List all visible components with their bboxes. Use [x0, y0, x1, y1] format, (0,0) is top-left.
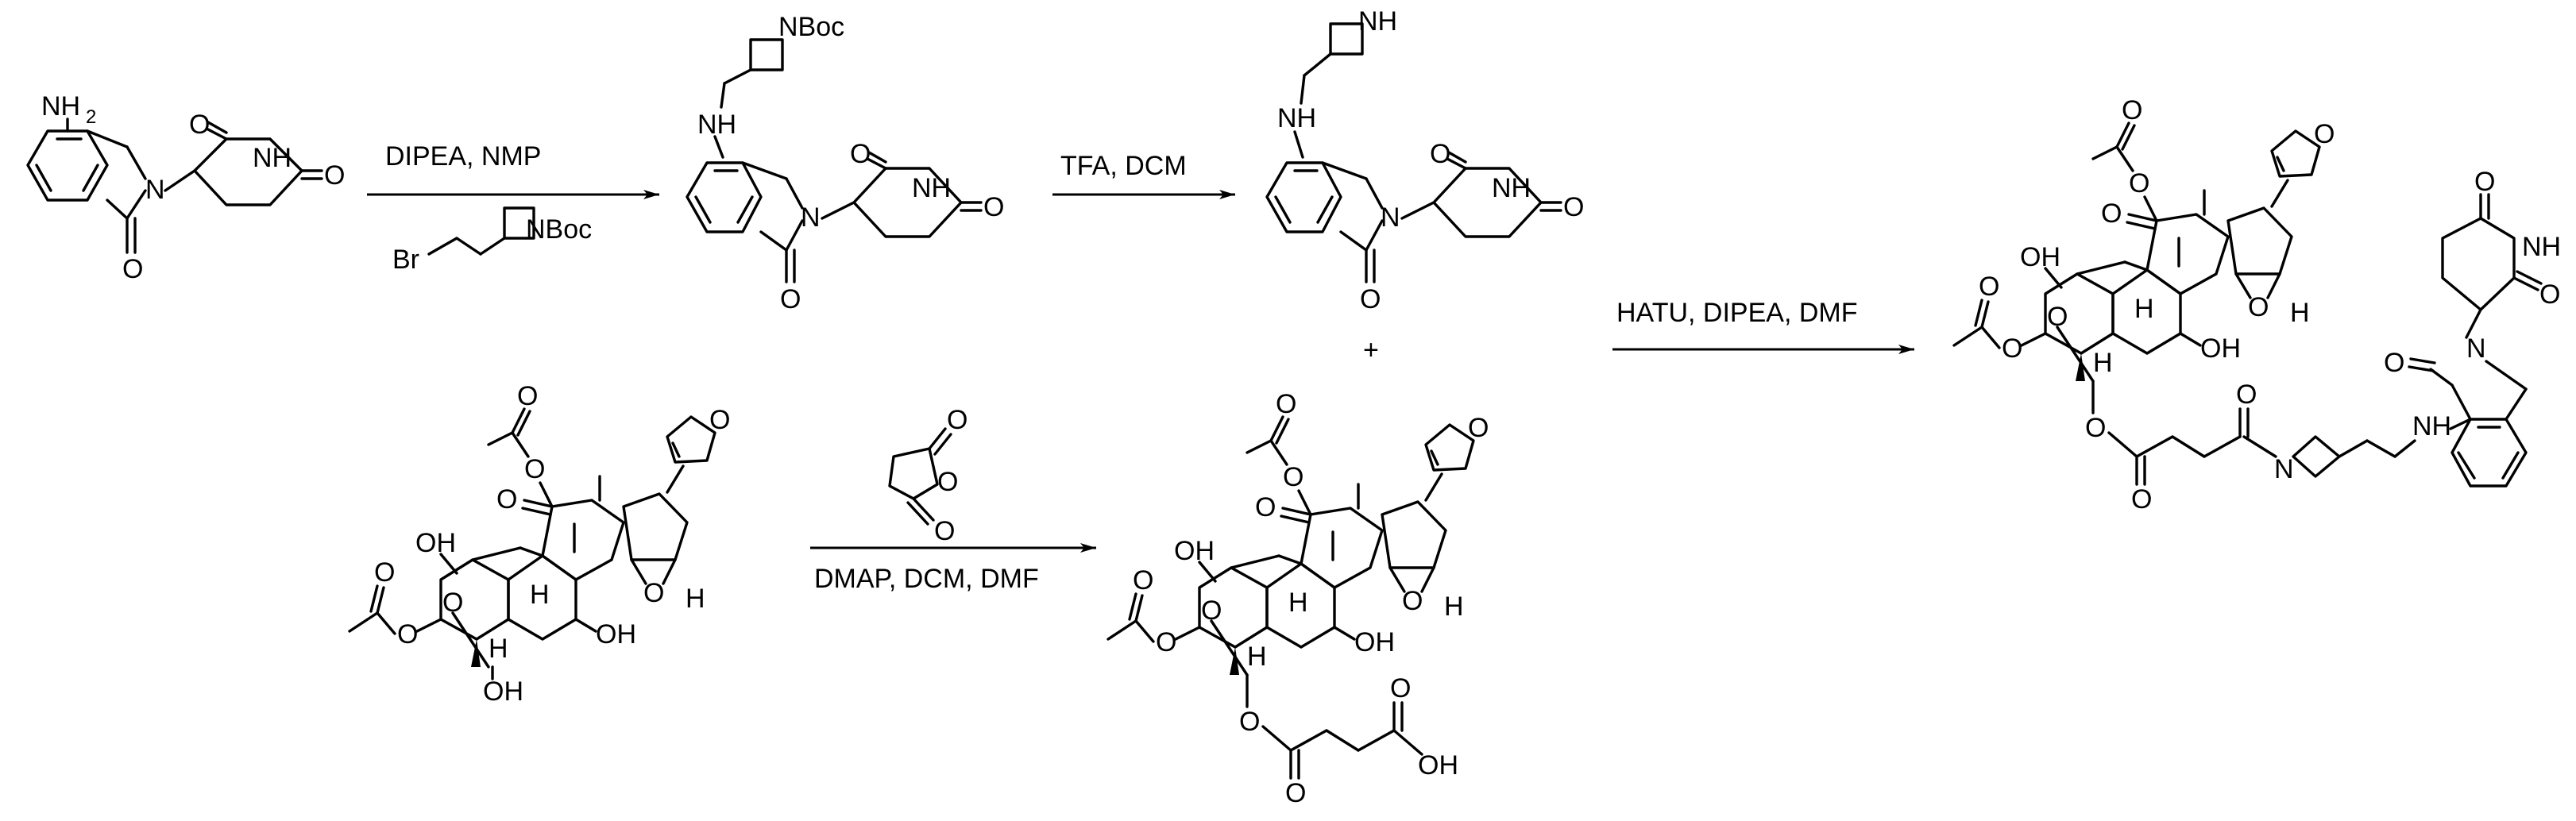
nh-label: NH	[697, 110, 736, 140]
succinic-anhydride-reagent: O O O	[888, 405, 967, 546]
nh-label: NH	[253, 143, 292, 173]
oxygen-label: O	[937, 467, 958, 497]
nh-label: NH	[1492, 173, 1531, 203]
amine-label: NH	[41, 91, 80, 121]
oxygen-label: O	[189, 110, 210, 140]
nitrogen-label: N	[2466, 333, 2486, 364]
nboc-label: NBoc	[526, 214, 592, 245]
limonoid-hemisuccinate: O O O OH	[1106, 387, 1491, 808]
azetidine-lenalidomide-amine: NH NH O N O NH O	[1265, 6, 1584, 314]
final-conjugate-product: O O O N NH O N	[1952, 94, 2561, 515]
plus-sign: +	[1363, 335, 1379, 365]
step2-conditions: TFA, DCM	[1060, 151, 1187, 181]
nitrogen-label: N	[145, 175, 165, 205]
oxygen-label: O	[1430, 139, 1450, 169]
oxygen-label: O	[2085, 413, 2106, 443]
oxygen-label: O	[1563, 192, 1584, 222]
oxygen-label: O	[2236, 380, 2257, 410]
limonoid-starting-material: OH	[348, 380, 732, 707]
oxygen-label: O	[2384, 348, 2404, 378]
oxygen-label: O	[934, 516, 955, 546]
oxygen-label: O	[1390, 673, 1411, 703]
oxygen-label: O	[947, 405, 967, 435]
nh-label: NH	[2412, 411, 2451, 441]
hydroxyl-label: OH	[1418, 750, 1458, 781]
oxygen-label: O	[983, 192, 1004, 222]
step3-conditions: DMAP, DCM, DMF	[814, 564, 1039, 594]
lenalidomide-structure: NH 2 O N O NH O	[26, 91, 345, 284]
oxygen-label: O	[2131, 484, 2152, 515]
oxygen-label: O	[850, 139, 871, 169]
nitrogen-label: N	[2274, 454, 2294, 484]
nh-label: NH	[2522, 232, 2561, 262]
boc-azetidine-intermediate: NBoc NH O N O NH O	[686, 12, 1004, 314]
bromomethyl-azetidine-reagent: Br NBoc	[392, 206, 592, 275]
oxygen-label: O	[2474, 167, 2495, 197]
amine-subscript: 2	[86, 106, 96, 128]
nboc-label: NBoc	[778, 12, 844, 42]
nitrogen-label: N	[801, 202, 821, 233]
step1-conditions: DIPEA, NMP	[385, 141, 541, 172]
oxygen-label: O	[122, 254, 143, 284]
bromine-label: Br	[392, 245, 419, 275]
oxygen-label: O	[1360, 284, 1381, 314]
oxygen-label: O	[780, 284, 801, 314]
oxygen-label: O	[1239, 707, 1260, 737]
nitrogen-label: N	[1381, 202, 1400, 233]
oxygen-label: O	[324, 160, 345, 191]
nh-label: NH	[1277, 103, 1316, 133]
nh-label: NH	[912, 173, 951, 203]
nh-label: NH	[1358, 6, 1397, 37]
step4-conditions: HATU, DIPEA, DMF	[1616, 298, 1858, 328]
oxygen-label: O	[2539, 279, 2560, 310]
oxygen-label: O	[1285, 778, 1306, 808]
hydroxyl-label: OH	[483, 676, 523, 707]
